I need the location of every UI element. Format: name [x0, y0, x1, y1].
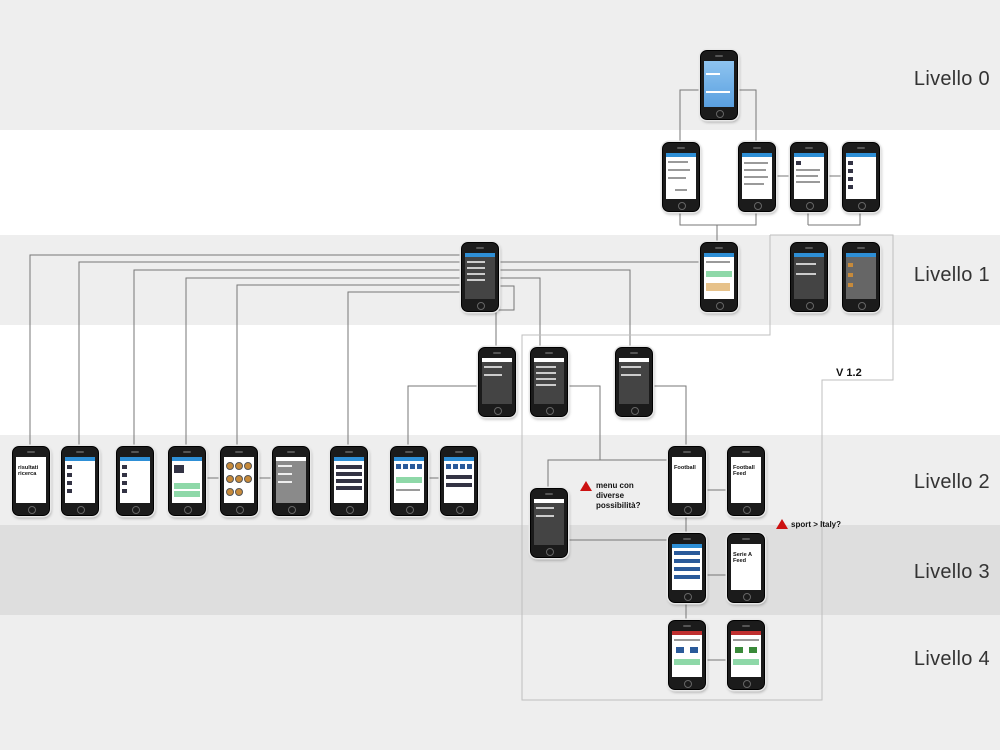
speaker — [715, 55, 723, 57]
band-gap-0 — [0, 130, 1000, 235]
home-button — [716, 110, 724, 118]
level-3-label: Livello 3 — [913, 561, 990, 583]
level-4-label: Livello 4 — [913, 648, 990, 670]
band-level-2 — [0, 435, 1000, 525]
phone-badges[interactable] — [220, 446, 258, 516]
phone-register[interactable] — [738, 142, 776, 212]
band-level-0 — [0, 0, 1000, 130]
phone-search-results[interactable]: risultati ricerca — [12, 446, 50, 516]
warning-triangle-icon — [776, 519, 788, 529]
phone-serie-a-feed[interactable]: Serie A Feed — [727, 533, 765, 603]
phone-submenu-3[interactable] — [615, 347, 653, 417]
phone-match-page[interactable] — [668, 620, 706, 690]
screen — [704, 61, 734, 107]
phone-match-detail[interactable] — [390, 446, 428, 516]
serie-a-feed-title: Serie A Feed — [733, 552, 752, 564]
phone-main-menu[interactable] — [461, 242, 499, 312]
note-menu-options: menu con diverse possibilità? — [596, 481, 641, 510]
phone-v12-b[interactable] — [842, 242, 880, 312]
warning-triangle-icon — [580, 481, 592, 491]
search-results-title: risultati ricerca — [18, 465, 39, 477]
phone-match-list[interactable] — [440, 446, 478, 516]
level-2-label: Livello 2 — [913, 471, 990, 493]
phone-table[interactable] — [330, 446, 368, 516]
band-level-4 — [0, 615, 1000, 750]
football-title: Football — [674, 465, 696, 471]
phone-serie-a[interactable] — [668, 533, 706, 603]
phone-profile[interactable] — [790, 142, 828, 212]
level-0-label: Livello 0 — [913, 68, 990, 90]
phone-match-feed[interactable] — [727, 620, 765, 690]
phone-submenu-1[interactable] — [478, 347, 516, 417]
phone-login[interactable] — [662, 142, 700, 212]
football-feed-title: Football Feed — [733, 465, 755, 477]
phone-football[interactable]: Football — [668, 446, 706, 516]
phone-list-feed[interactable] — [842, 142, 880, 212]
phone-v12-a[interactable] — [790, 242, 828, 312]
phone-football-feed[interactable]: Football Feed — [727, 446, 765, 516]
phone-player[interactable] — [168, 446, 206, 516]
level-1-label: Livello 1 — [913, 264, 990, 286]
phone-submenu-2[interactable] — [530, 347, 568, 417]
phone-sport-menu[interactable] — [530, 488, 568, 558]
phone-news-list[interactable] — [61, 446, 99, 516]
band-level-3 — [0, 525, 1000, 615]
phone-settings[interactable] — [272, 446, 310, 516]
phone-video-list[interactable] — [116, 446, 154, 516]
version-label: V 1.2 — [836, 367, 862, 379]
phone-splash[interactable] — [700, 50, 738, 120]
phone-home[interactable] — [700, 242, 738, 312]
note-sport-italy: sport > Italy? — [791, 520, 842, 529]
